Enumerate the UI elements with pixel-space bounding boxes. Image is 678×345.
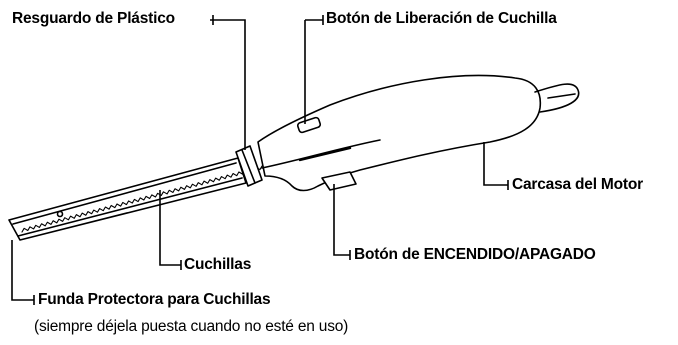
blade-serration xyxy=(21,163,273,233)
label-blades: Cuchillas xyxy=(184,256,252,273)
label-motor-housing: Carcasa del Motor xyxy=(512,176,643,193)
release-button xyxy=(296,116,322,134)
blade-sheath xyxy=(8,157,247,241)
cord-loop xyxy=(534,83,580,113)
label-blade-release-button: Botón de Liberación de Cuchilla xyxy=(326,10,557,27)
label-sheath-note: (siempre déjela puesta cuando no esté en… xyxy=(34,318,349,335)
power-switch xyxy=(321,171,357,191)
motor-housing xyxy=(257,74,542,192)
label-plastic-guard: Resguardo de Plástico xyxy=(12,10,175,27)
leader-lines xyxy=(11,15,509,305)
label-power-button: Botón de ENCENDIDO/APAGADO xyxy=(354,246,596,263)
label-blade-sheath: Funda Protectora para Cuchillas xyxy=(38,291,271,308)
